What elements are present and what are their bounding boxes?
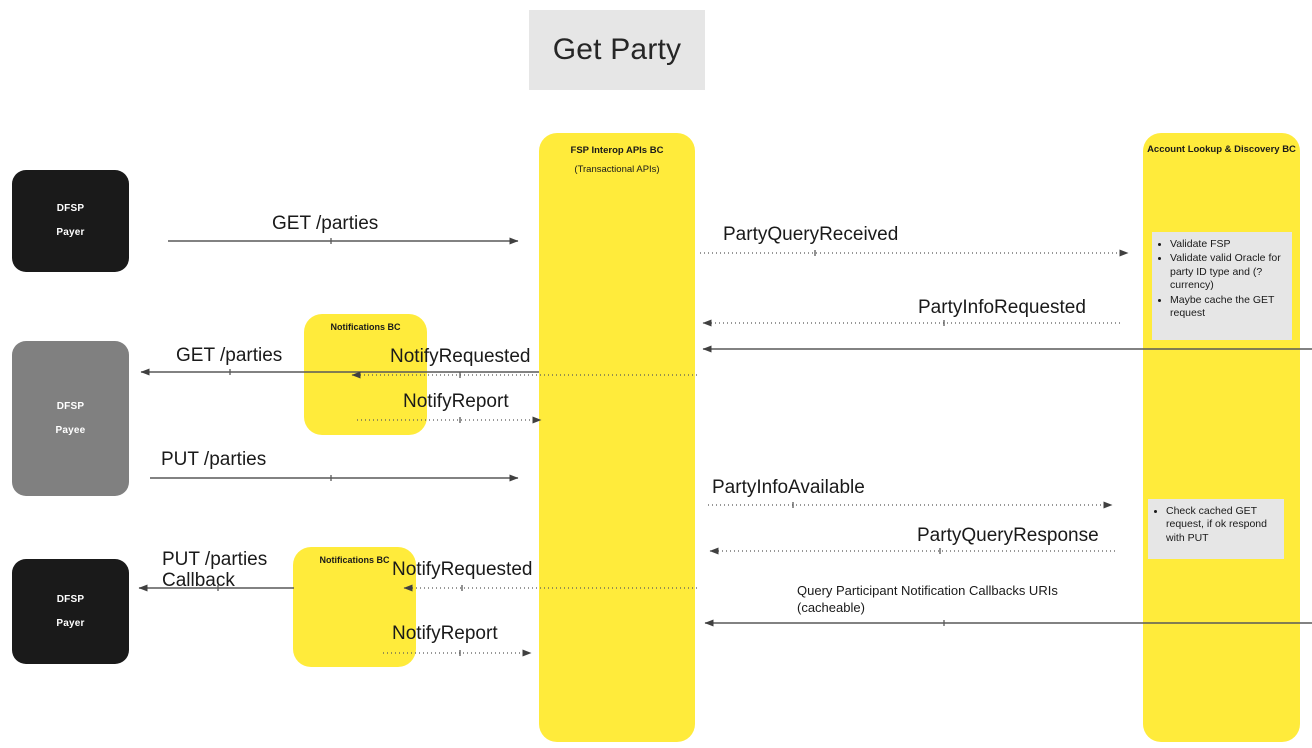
message-label-notify-report-1: NotifyReport	[403, 391, 509, 412]
message-label-notify-report-2: NotifyReport	[392, 623, 498, 644]
notifications-bc-box-top: Notifications BC	[304, 314, 427, 435]
actor-label-line2: Payee	[55, 424, 86, 436]
actor-label-line2: Payer	[56, 617, 85, 629]
message-label-get-parties-2: GET /parties	[176, 345, 283, 366]
actor-label-line1: DFSP	[56, 593, 85, 605]
lifeline-account-lookup-title: Account Lookup & Discovery BC	[1147, 144, 1296, 155]
message-label-party-query-received: PartyQueryReceived	[723, 224, 899, 245]
query-participant-line1: Query Participant Notification Callbacks…	[797, 583, 1058, 598]
message-label-party-info-requested: PartyInfoRequested	[918, 297, 1086, 318]
actor-label-line1: DFSP	[56, 400, 85, 412]
message-label-get-parties-1: GET /parties	[272, 213, 379, 234]
put-parties-callback-line2: Callback	[162, 570, 235, 592]
message-label-party-info-available: PartyInfoAvailable	[712, 477, 865, 498]
put-parties-callback-line1: PUT /parties	[162, 549, 268, 570]
note-bullet-item: Maybe cache the GET request	[1170, 294, 1286, 321]
notifications-bc-box-bottom: Notifications BC	[293, 547, 416, 667]
actor-dfsp-payer-bottom: DFSP Payer	[12, 559, 129, 664]
note-bullet-item: Check cached GET request, if ok respond …	[1166, 505, 1278, 545]
actor-label-line1: DFSP	[56, 203, 85, 214]
notifications-bc-title: Notifications BC	[330, 322, 401, 332]
note-bullet-item: Validate FSP	[1170, 238, 1286, 251]
actor-dfsp-payee: DFSP Payee	[12, 341, 129, 496]
note-validate-fsp: Validate FSP Validate valid Oracle for p…	[1152, 232, 1292, 340]
note-check-cached-get: Check cached GET request, if ok respond …	[1148, 499, 1284, 559]
message-label-notify-requested-1: NotifyRequested	[390, 346, 531, 367]
page-title: Get Party	[552, 33, 682, 66]
lifeline-fsp-interop: FSP Interop APIs BC (Transactional APIs)	[539, 133, 695, 742]
notifications-bc-title: Notifications BC	[319, 555, 390, 565]
message-label-put-parties-callback: PUT /parties Callback	[162, 549, 267, 592]
message-label-put-parties: PUT /parties	[161, 449, 267, 470]
diagram-title-box: Get Party	[529, 10, 705, 90]
query-participant-line2: (cacheable)	[797, 599, 865, 615]
actor-label-line2: Payer	[56, 227, 85, 238]
lifeline-fsp-interop-subtitle: (Transactional APIs)	[574, 164, 660, 175]
message-label-notify-requested-2: NotifyRequested	[392, 559, 533, 580]
note-bullet-item: Validate valid Oracle for party ID type …	[1170, 252, 1286, 292]
lifeline-account-lookup: Account Lookup & Discovery BC	[1143, 133, 1300, 742]
message-label-party-query-response: PartyQueryResponse	[917, 525, 1099, 546]
lifeline-fsp-interop-title: FSP Interop APIs BC	[570, 145, 664, 156]
note-bullet-list: Validate FSP Validate valid Oracle for p…	[1156, 238, 1286, 321]
message-label-query-participant: Query Participant Notification Callbacks…	[797, 583, 1107, 617]
note-bullet-list: Check cached GET request, if ok respond …	[1152, 505, 1278, 545]
actor-dfsp-payer-top: DFSP Payer	[12, 170, 129, 272]
